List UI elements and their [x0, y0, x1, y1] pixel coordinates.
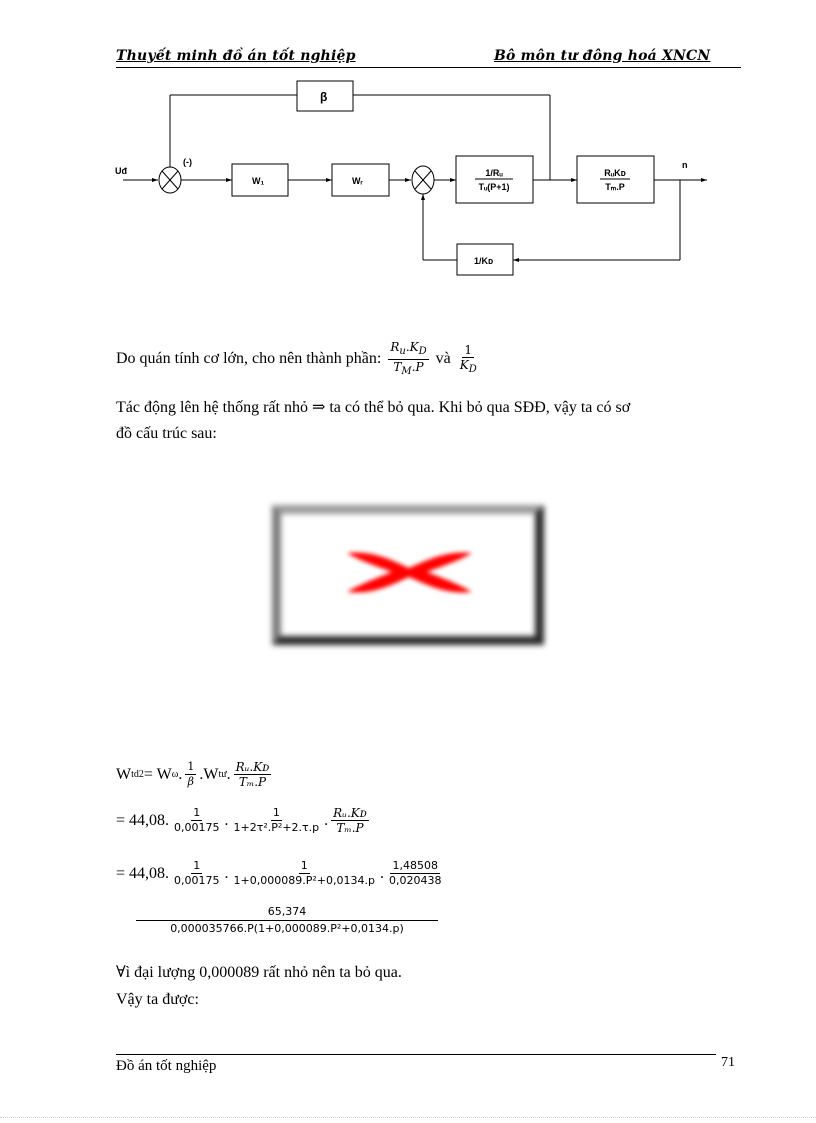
header-right-title: Bô môn tư đông hoá XNCN: [494, 48, 711, 64]
result-numerator: 65,374: [136, 904, 438, 921]
paragraph-neglect-line2: Vậy ta được:: [116, 991, 199, 1008]
block-diagram: Uđ (-) β W₁ Wᵣ 1/Rᵤ Tᵤ(P+1) RᵤKᴅ Tₘ.P 1/…: [115, 80, 707, 276]
fraction-one-over-kd: 1 KD: [459, 342, 477, 375]
result-denominator: 0,000035766.P(1+0,000089.P²+0,0134.p): [170, 922, 404, 935]
paragraph-inertia: Do quán tính cơ lớn, cho nên thành phần:…: [116, 340, 482, 379]
block4-numerator: RᵤKᴅ: [604, 168, 626, 178]
kd-feedback-label: 1/Kᴅ: [474, 256, 493, 266]
conjunction-text: và: [435, 350, 451, 368]
paragraph-text: Do quán tính cơ lớn, cho nên thành phần:: [116, 350, 382, 368]
w2-label: Wᵣ: [352, 176, 363, 186]
input-label: Uđ: [115, 166, 127, 176]
broken-image-x-icon: [347, 552, 472, 593]
page-boundary: [0, 1117, 816, 1118]
block3-numerator: 1/Rᵤ: [485, 168, 503, 178]
block3-denominator: Tᵤ(P+1): [478, 182, 509, 192]
output-label: n: [682, 160, 688, 170]
block4-denominator: Tₘ.P: [605, 182, 625, 192]
page-header: Thuyết minh đồ án tốt nghiệp Bô môn tư đ…: [116, 48, 741, 68]
footer-title: Đồ án tốt nghiệp: [116, 1058, 217, 1074]
fraction-ru-kd-over-tm-p: Ru.KD TM.P: [388, 340, 429, 377]
paragraph-effect-line1: Tác động lên hệ thống rất nhỏ ⇒ ta có th…: [116, 399, 631, 416]
header-left-title: Thuyết minh đồ án tốt nghiệp: [116, 48, 356, 64]
page-number: 71: [721, 1055, 735, 1070]
footer-divider: [116, 1054, 716, 1055]
sign-label: (-): [183, 157, 192, 167]
w1-label: W₁: [252, 176, 264, 186]
beta-block: [296, 80, 354, 112]
broken-image-placeholder: [272, 505, 544, 645]
equation-result-fraction: 65,374 0,000035766.P(1+0,000089.P²+0,013…: [136, 904, 438, 937]
beta-label: β: [320, 90, 327, 104]
paragraph-effect-line2: đồ cấu trúc sau:: [116, 425, 217, 442]
paragraph-neglect-line1: ∀ì đại lượng 0,000089 rất nhỏ nên ta bỏ …: [116, 964, 402, 981]
